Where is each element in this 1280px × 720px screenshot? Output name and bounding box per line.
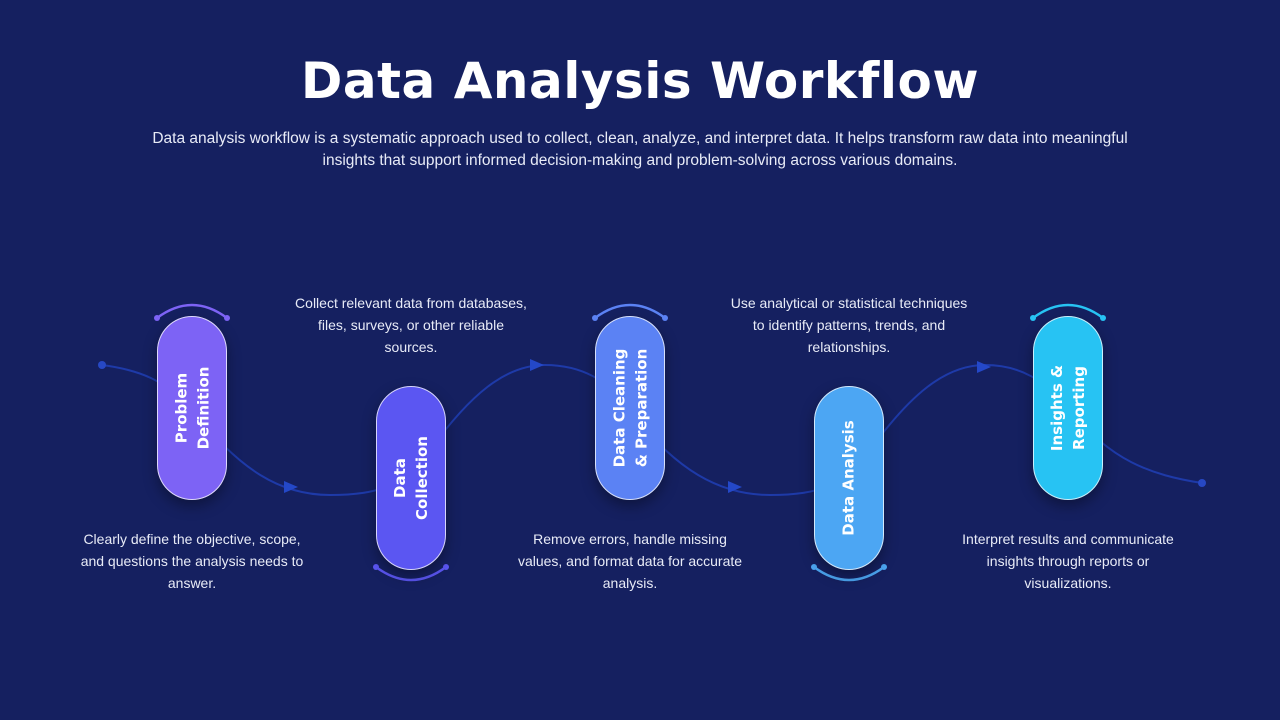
step-data-analysis-description: Use analytical or statistical techniques… — [730, 295, 968, 355]
step-insights-reporting-description: Interpret results and communicate insigh… — [962, 531, 1174, 591]
step-5-arc — [1032, 303, 1104, 320]
flow-arrow-icon — [728, 481, 742, 493]
step-data-cleaning-pill: Data Cleaning & Preparation — [595, 316, 665, 500]
step-problem-definition-description: Clearly define the objective, scope, and… — [80, 531, 304, 591]
step-data-collection-pill: Data Collection — [376, 386, 446, 570]
step-3-arc — [594, 303, 666, 320]
page-subtitle: Data analysis workflow is a systematic a… — [152, 130, 1128, 169]
flow-arrow-icon — [530, 359, 544, 371]
flow-start-dot — [98, 361, 106, 369]
flow-arrow-icon — [284, 481, 298, 493]
step-label: Data Cleaning & Preparation — [610, 348, 650, 468]
step-2-arc — [375, 565, 447, 582]
step-label: Problem Definition — [172, 366, 213, 450]
step-data-analysis-pill: Data Analysis — [814, 386, 884, 570]
flow-end-dot — [1198, 479, 1206, 487]
page-title: Data Analysis Workflow — [300, 52, 980, 110]
step-insights-reporting-pill: Insights & Reporting — [1033, 316, 1103, 500]
step-label: Data Analysis — [840, 420, 859, 536]
step-4-arc — [813, 565, 885, 582]
flow-arrow-icon — [977, 361, 991, 373]
step-problem-definition-pill: Problem Definition — [157, 316, 227, 500]
step-data-cleaning-description: Remove errors, handle missing values, an… — [517, 531, 743, 591]
step-data-collection-description: Collect relevant data from databases, fi… — [295, 295, 527, 355]
step-label: Data Collection — [391, 436, 431, 520]
step-1-arc — [156, 303, 228, 320]
step-label: Insights & Reporting — [1048, 364, 1088, 452]
